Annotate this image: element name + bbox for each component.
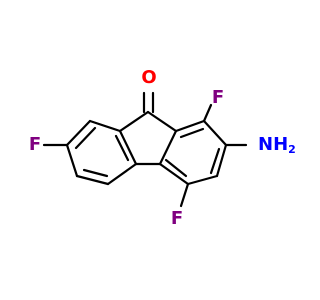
bond-left-3: [65, 143, 79, 178]
fluorine-atom-bottom: F: [171, 208, 183, 229]
bond-left-2: [65, 119, 92, 147]
bond-right-6: [158, 129, 178, 166]
bond-left-inner-2: [82, 168, 109, 178]
bond-right-inner-3: [164, 158, 188, 178]
bond-c1-f: [202, 103, 213, 123]
bond-c9-c9a: [118, 110, 150, 133]
structure-diagram: O F F F NH2: [29, 67, 296, 229]
amino-group-label: NH2: [258, 134, 296, 156]
bond-right-5: [158, 162, 190, 186]
bond-left-1: [88, 119, 122, 133]
molecule-canvas: O F F F NH2: [28, 67, 296, 229]
bond-right-3: [215, 143, 228, 178]
bond-right-4: [186, 174, 219, 186]
bond-left-5: [106, 162, 138, 186]
bond-left-inner-3: [114, 134, 130, 162]
bond-right-2: [202, 119, 228, 147]
bond-right-inner-2: [209, 147, 221, 175]
bond-right-inner-1: [179, 127, 205, 139]
fluorine-atom-top-right: F: [212, 87, 224, 108]
amino-symbol: NH: [258, 134, 288, 155]
bond-left-6: [118, 129, 138, 166]
bond-c4-f: [179, 182, 190, 208]
bond-left-inner-1: [74, 126, 97, 150]
fluorine-atom-left: F: [29, 134, 41, 155]
bond-left-4: [75, 174, 110, 186]
bond-right-1: [174, 119, 206, 133]
amino-subscript: 2: [288, 143, 296, 156]
oxygen-atom: O: [141, 67, 156, 88]
bond-c9-c9b: [146, 110, 178, 133]
